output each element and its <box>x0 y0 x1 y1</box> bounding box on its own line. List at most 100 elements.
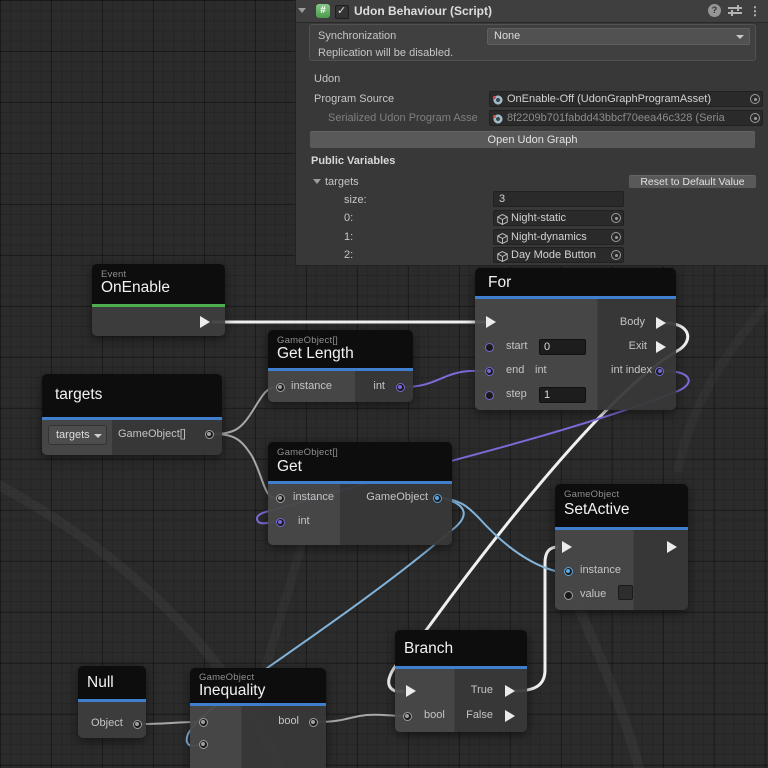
node-subtitle: GameObject[] <box>277 335 339 346</box>
wire-null-to-inequality <box>141 721 198 725</box>
element-1-label: 1: <box>344 231 354 243</box>
end-port[interactable] <box>484 366 494 376</box>
flow-in-port[interactable] <box>486 316 496 328</box>
body-out-label: Body <box>619 316 645 328</box>
flow-in-port[interactable] <box>406 685 416 697</box>
serialized-program-value: 8f2209b701fabdd43bbcf70eea46c328 (Seria <box>507 112 725 124</box>
node-null[interactable]: Null Object <box>78 666 146 738</box>
size-label: size: <box>344 194 367 206</box>
step-value-field[interactable]: 1 <box>539 387 586 403</box>
value-checkbox[interactable] <box>618 585 633 600</box>
input-a-port[interactable] <box>198 717 208 727</box>
int-out-label: int <box>373 380 385 392</box>
int-out-port[interactable] <box>395 382 405 392</box>
node-title: Null <box>87 674 114 691</box>
flow-out-port[interactable] <box>200 316 210 328</box>
component-header[interactable]: Udon Behaviour (Script) <box>296 0 768 23</box>
node-for[interactable]: For Body start 0 Exit end int int index … <box>475 268 676 410</box>
element-0-label: 0: <box>344 212 354 224</box>
step-port[interactable] <box>484 390 494 400</box>
gameobject-icon <box>497 213 508 225</box>
object-out-port[interactable] <box>132 719 142 729</box>
preset-icon[interactable] <box>728 5 742 17</box>
start-value-field[interactable]: 0 <box>539 339 586 355</box>
object-picker-icon[interactable] <box>750 113 760 123</box>
more-options-icon[interactable] <box>749 4 761 18</box>
bool-out-label: bool <box>278 715 299 727</box>
gameobject-out-port[interactable] <box>432 493 442 503</box>
size-field[interactable]: 3 <box>493 191 624 207</box>
node-inequality[interactable]: GameObject Inequality bool <box>190 668 326 768</box>
open-udon-graph-button[interactable]: Open Udon Graph <box>309 130 756 149</box>
node-title: Branch <box>404 640 454 657</box>
udon-section-label: Udon <box>314 73 341 85</box>
targets-foldout-icon[interactable] <box>313 179 321 184</box>
program-source-label: Program Source <box>314 93 395 105</box>
exit-out-port[interactable] <box>656 341 666 353</box>
gameobject-out-label: GameObject <box>366 491 428 503</box>
node-title: For <box>488 274 512 291</box>
wire-getlength-int-to-for-end <box>404 369 487 388</box>
public-variables-label: Public Variables <box>311 155 396 167</box>
gameobject-icon <box>497 232 508 244</box>
flow-out-port[interactable] <box>667 541 677 553</box>
int-index-port[interactable] <box>655 366 664 376</box>
end-type-label: int <box>535 364 547 376</box>
component-title: Udon Behaviour (Script) <box>354 4 493 18</box>
input-b-port[interactable] <box>198 739 208 749</box>
help-icon[interactable] <box>708 4 721 17</box>
bool-out-port[interactable] <box>308 717 318 727</box>
body-out-port[interactable] <box>656 317 666 329</box>
true-out-port[interactable] <box>505 685 515 697</box>
synchronization-dropdown[interactable]: None <box>487 28 750 45</box>
node-title: Inequality <box>199 682 266 699</box>
node-title: Get <box>277 458 302 475</box>
node-get-length[interactable]: GameObject[] Get Length instance int <box>268 330 413 402</box>
serialized-asset-icon <box>493 114 503 124</box>
end-label: end <box>506 364 525 376</box>
flow-in-port[interactable] <box>562 541 572 553</box>
instance-port[interactable] <box>563 566 573 576</box>
node-title: Get Length <box>277 345 354 362</box>
program-source-field[interactable]: OnEnable-Off (UdonGraphProgramAsset) <box>489 91 763 107</box>
serialized-program-field[interactable]: 8f2209b701fabdd43bbcf70eea46c328 (Seria <box>489 110 763 126</box>
start-port[interactable] <box>484 342 494 352</box>
true-out-label: True <box>470 684 493 696</box>
false-out-port[interactable] <box>505 710 515 722</box>
reset-to-default-button[interactable]: Reset to Default Value <box>628 174 757 189</box>
component-enabled-checkbox[interactable] <box>335 4 349 19</box>
node-targets-variable[interactable]: targets targets GameObject[] <box>42 374 222 455</box>
value-port[interactable] <box>563 590 573 600</box>
node-setactive[interactable]: GameObject SetActive instance value <box>555 484 688 610</box>
node-branch[interactable]: Branch True bool False <box>395 630 527 732</box>
variable-dropdown[interactable]: targets <box>48 425 107 445</box>
wire-get-to-setactive <box>440 497 556 572</box>
variable-type-label: GameObject[] <box>118 428 186 440</box>
value-out-port[interactable] <box>204 429 214 439</box>
bool-port[interactable] <box>402 711 412 721</box>
node-get[interactable]: GameObject[] Get instance GameObject int <box>268 442 452 545</box>
element-2-field[interactable]: Day Mode Button <box>493 247 624 263</box>
element-2-value: Day Mode Button <box>511 249 596 261</box>
object-picker-icon[interactable] <box>611 213 621 223</box>
node-onenable[interactable]: Event OnEnable <box>92 264 225 336</box>
element-0-field[interactable]: Night-static <box>493 210 624 226</box>
synchronization-help-text: Replication will be disabled. <box>318 47 454 59</box>
step-label: step <box>506 388 527 400</box>
element-1-field[interactable]: Night-dynamics <box>493 229 624 245</box>
object-picker-icon[interactable] <box>611 250 621 260</box>
element-2-label: 2: <box>344 249 354 261</box>
component-foldout-icon[interactable] <box>298 8 306 13</box>
gameobject-icon <box>497 250 508 262</box>
node-subtitle: Event <box>101 269 127 280</box>
object-picker-icon[interactable] <box>611 232 621 242</box>
element-1-value: Night-dynamics <box>511 231 587 243</box>
node-title: SetActive <box>564 501 630 518</box>
instance-port[interactable] <box>275 382 285 392</box>
int-port[interactable] <box>275 517 285 527</box>
wire-inequality-to-branch <box>317 713 404 723</box>
instance-port[interactable] <box>275 493 285 503</box>
object-picker-icon[interactable] <box>750 94 760 104</box>
int-label: int <box>298 515 310 527</box>
